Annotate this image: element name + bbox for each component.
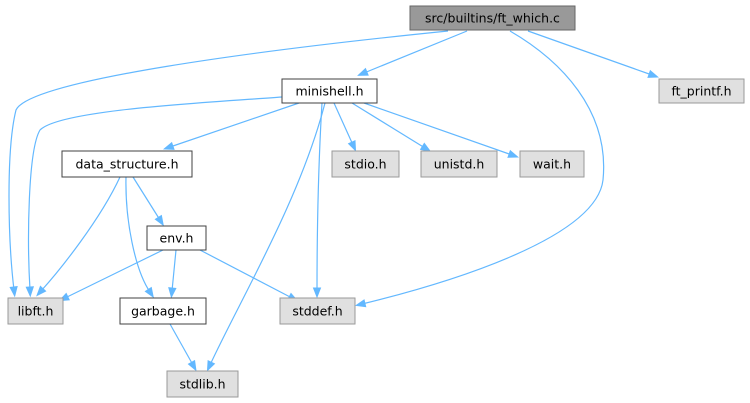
node-unistd-h[interactable]: unistd.h bbox=[420, 150, 498, 178]
node-libft-h[interactable]: libft.h bbox=[7, 297, 64, 325]
node-env-h[interactable]: env.h bbox=[146, 225, 207, 251]
node-stddef-h[interactable]: stddef.h bbox=[279, 297, 356, 325]
edge-arrowhead bbox=[25, 286, 35, 298]
edge-arrowhead bbox=[154, 214, 164, 227]
edge-arrowhead bbox=[507, 149, 520, 158]
edge-minishell-to-libft bbox=[27, 96, 283, 291]
node-label: wait.h bbox=[533, 157, 571, 172]
edge-arrowhead bbox=[312, 287, 322, 299]
node-stdio-h[interactable]: stdio.h bbox=[331, 150, 400, 178]
node-minishell-h[interactable]: minishell.h bbox=[281, 78, 378, 104]
edge-arrowhead bbox=[168, 287, 177, 299]
edge-minishell-to-stddef bbox=[316, 102, 323, 292]
node-label: libft.h bbox=[18, 304, 54, 319]
edge-minishell-to-unistd bbox=[351, 102, 426, 149]
node-label: garbage.h bbox=[131, 304, 195, 319]
edge-env-to-stddef bbox=[199, 249, 293, 299]
edge-minishell-to-data_structure bbox=[169, 102, 300, 148]
edge-arrowhead bbox=[206, 360, 216, 372]
edge-data_structure-to-garbage bbox=[125, 176, 151, 293]
edge-arrowhead bbox=[144, 286, 154, 299]
node-label: stdio.h bbox=[344, 157, 386, 172]
edge-minishell-to-stdlib bbox=[209, 102, 326, 366]
node-stdlib-h[interactable]: stdlib.h bbox=[166, 370, 239, 398]
edge-root-to-libft bbox=[8, 30, 449, 291]
node-garbage-h[interactable]: garbage.h bbox=[119, 297, 207, 325]
node-wait-h[interactable]: wait.h bbox=[519, 150, 585, 178]
node-label: env.h bbox=[160, 231, 194, 246]
edge-arrowhead bbox=[187, 359, 197, 372]
node-data-structure-h[interactable]: data_structure.h bbox=[61, 150, 193, 178]
node-label: unistd.h bbox=[434, 157, 485, 172]
node-label: minishell.h bbox=[295, 84, 363, 99]
edge-arrowhead bbox=[36, 285, 47, 297]
node-label: src/builtins/ft_which.c bbox=[425, 11, 560, 26]
edge-root-to-stddef bbox=[361, 30, 605, 305]
edge-garbage-to-stdlib bbox=[169, 323, 194, 366]
node-label: stdlib.h bbox=[179, 377, 225, 392]
node-label: ft_printf.h bbox=[671, 84, 731, 99]
node-ft-printf-h[interactable]: ft_printf.h bbox=[658, 78, 745, 104]
edge-arrowhead bbox=[647, 69, 660, 78]
edge-data_structure-to-env bbox=[132, 176, 161, 221]
edge-arrowhead bbox=[419, 142, 432, 152]
edge-arrowhead bbox=[9, 286, 18, 298]
edge-arrowhead bbox=[347, 140, 357, 152]
edge-minishell-to-wait bbox=[363, 102, 513, 156]
edge-data_structure-to-libft bbox=[40, 176, 121, 292]
node-ft-which-c[interactable]: src/builtins/ft_which.c bbox=[409, 5, 576, 31]
edge-arrowhead bbox=[162, 141, 175, 150]
node-label: stddef.h bbox=[292, 304, 342, 319]
edge-arrowhead bbox=[357, 67, 369, 76]
graph-edges bbox=[8, 30, 660, 372]
edge-minishell-to-stdio bbox=[333, 102, 354, 146]
edge-env-to-garbage bbox=[171, 249, 177, 292]
edge-root-to-minishell bbox=[363, 30, 468, 74]
edge-arrowhead bbox=[354, 299, 367, 308]
edge-root-to-ft_printf bbox=[527, 30, 653, 76]
edge-env-to-libft bbox=[64, 249, 164, 299]
node-label: data_structure.h bbox=[75, 157, 178, 172]
